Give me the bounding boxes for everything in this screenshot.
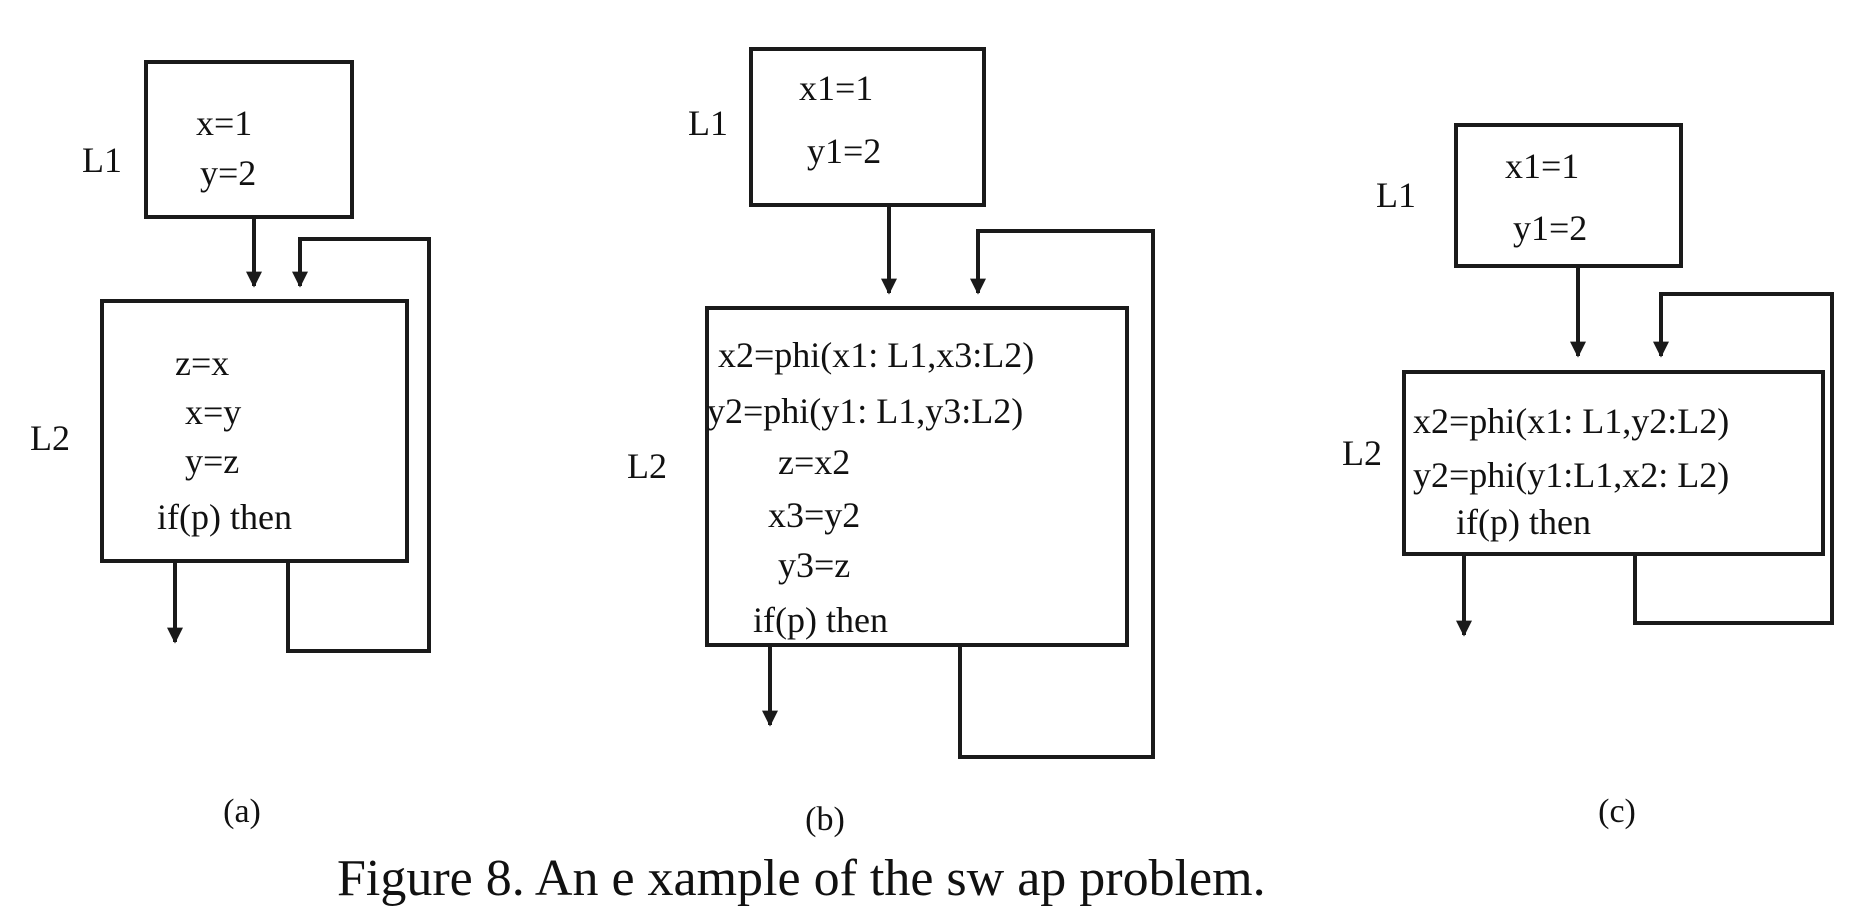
panel-b-block-l1-line-2: y1=2 bbox=[807, 131, 881, 171]
panel-b: L1 x1=1 y1=2 L2 x2=phi(x1: L1,x3:L2) y2=… bbox=[627, 47, 1155, 838]
panel-b-edge-loop-back bbox=[958, 229, 1155, 759]
panel-c-block-l1-line-1: x1=1 bbox=[1505, 146, 1579, 186]
panel-a-block-l2-line-3: y=z bbox=[185, 441, 239, 481]
panel-a-block-l2-line-4: if(p) then bbox=[157, 497, 292, 537]
panel-a-block-l1-line-1: x=1 bbox=[196, 103, 252, 143]
panel-c-block-l2-line-2: y2=phi(y1:L1,x2: L2) bbox=[1413, 455, 1729, 495]
panel-a-block-l2-label: L2 bbox=[30, 418, 70, 458]
panel-c-edge-loop-back bbox=[1633, 292, 1834, 625]
panel-c-block-l2-label: L2 bbox=[1342, 433, 1382, 473]
panel-a-block-l2 bbox=[100, 299, 409, 563]
panel-c-block-l1-line-2: y1=2 bbox=[1513, 208, 1587, 248]
panel-b-block-l2-line-2: y2=phi(y1: L1,y3:L2) bbox=[707, 391, 1023, 431]
figure-caption: Figure 8. An e xample of the sw ap probl… bbox=[337, 850, 1266, 907]
panel-a-block-l2-line-1: z=x bbox=[175, 343, 229, 383]
panel-c-sublabel: (c) bbox=[1598, 793, 1636, 830]
panel-a-block-l2-line-2: x=y bbox=[185, 392, 241, 432]
panel-b-block-l2-line-1: x2=phi(x1: L1,x3:L2) bbox=[718, 335, 1034, 375]
panel-c-block-l2-line-1: x2=phi(x1: L1,y2:L2) bbox=[1413, 401, 1729, 441]
panel-b-block-l2-line-6: if(p) then bbox=[753, 600, 888, 640]
panel-c-block-l2 bbox=[1402, 370, 1825, 556]
panel-c: L1 x1=1 y1=2 L2 x2=phi(x1: L1,y2:L2) y2=… bbox=[1342, 123, 1834, 830]
panel-b-sublabel: (b) bbox=[805, 801, 845, 838]
panel-c-block-l2-line-3: if(p) then bbox=[1456, 502, 1591, 542]
panel-b-block-l1-line-1: x1=1 bbox=[799, 68, 873, 108]
panel-b-block-l2 bbox=[705, 306, 1129, 647]
panel-a-edge-loop-back bbox=[286, 237, 431, 653]
panel-a-sublabel: (a) bbox=[223, 793, 261, 830]
panel-a-block-l1 bbox=[144, 60, 354, 219]
panel-b-block-l1 bbox=[749, 47, 986, 207]
panel-a-block-l1-line-2: y=2 bbox=[200, 153, 256, 193]
panel-c-block-l1 bbox=[1454, 123, 1683, 268]
panel-b-block-l2-label: L2 bbox=[627, 446, 667, 486]
panel-b-block-l1-label: L1 bbox=[688, 103, 728, 143]
panel-a-block-l1-label: L1 bbox=[82, 140, 122, 180]
panel-b-block-l2-line-3: z=x2 bbox=[778, 442, 850, 482]
panel-c-block-l1-label: L1 bbox=[1376, 175, 1416, 215]
panel-b-block-l2-line-4: x3=y2 bbox=[768, 495, 860, 535]
panel-b-block-l2-line-5: y3=z bbox=[778, 545, 850, 585]
panel-a: L1 x=1 y=2 L2 z=x x=y y=z if(p) then (a) bbox=[30, 60, 431, 830]
